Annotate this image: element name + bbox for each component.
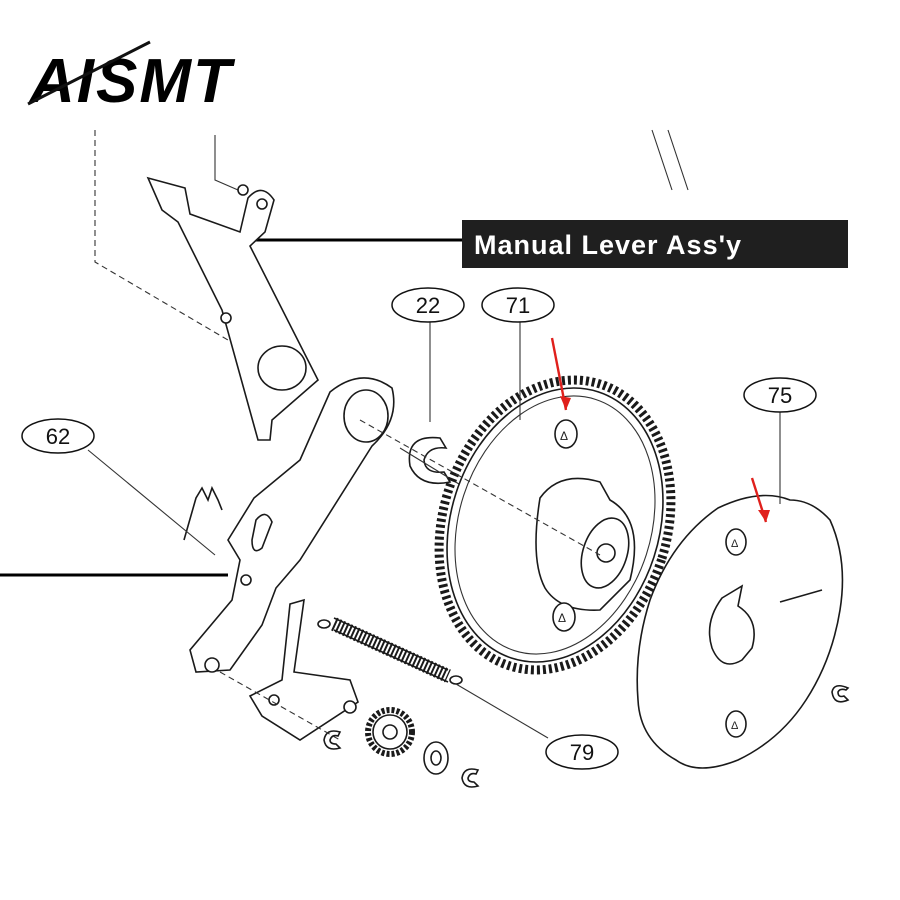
e-ring-bottom-right (461, 768, 480, 788)
sub-lever-pin (343, 700, 357, 714)
svg-text:Δ: Δ (560, 429, 568, 443)
small-parts-axis (219, 671, 341, 741)
red-marker-71-head (560, 396, 571, 410)
lever-arm-pivot-pin (204, 657, 220, 673)
frame-line-2 (667, 129, 689, 191)
sub-lever-hole (268, 694, 280, 706)
frame-guides (94, 129, 689, 361)
banner-label: Manual Lever Ass'y (474, 230, 742, 260)
banner-box (462, 220, 848, 268)
cam-disc-center-cutout (708, 584, 755, 665)
small-gear-bore (382, 724, 398, 740)
gear-mark-top (554, 419, 578, 449)
cam-mark-top (725, 528, 747, 556)
lever-arm-slot (251, 513, 273, 552)
sub-lever-body (248, 598, 359, 741)
callout-22: 22 (391, 287, 465, 323)
bracket-plate (146, 176, 319, 441)
callout-22-label: 22 (416, 293, 440, 318)
e-ring-right (831, 684, 850, 703)
manual-lever-banner: Manual Lever Ass'y (253, 220, 848, 268)
small-parts-bottom (219, 671, 480, 788)
callout-71-bubble (481, 287, 555, 323)
cam-disc-slot (779, 589, 823, 603)
svg-text:Δ: Δ (731, 720, 739, 732)
dashed-guide-top (214, 135, 239, 191)
e-ring-shape (408, 436, 452, 485)
bracket-hole-small (220, 312, 232, 324)
e-ring-bottom-left (323, 730, 342, 750)
gear-inner-rim (454, 395, 656, 655)
bracket-hole-large (257, 345, 307, 391)
bracket-hole-top (256, 198, 268, 210)
svg-text:Δ: Δ (558, 611, 566, 625)
torsion-spring-62 (87, 449, 223, 556)
svg-text:Δ: Δ (731, 538, 739, 550)
callout-22-bubble (391, 287, 465, 323)
callout-75-label: 75 (768, 383, 792, 408)
spring-hook-left (317, 619, 331, 629)
spring-outline (333, 617, 449, 683)
cam-disc-75: Δ Δ (636, 412, 850, 769)
extension-spring-79 (317, 617, 549, 739)
callout-62: 62 (21, 418, 95, 454)
callout-79-bubble (545, 734, 619, 770)
red-marker-75-head (758, 510, 770, 522)
callout-75-bubble (743, 377, 817, 413)
small-gear-teeth (365, 707, 415, 757)
callout-79-label: 79 (570, 740, 594, 765)
spring-coils (331, 617, 451, 683)
dashed-guide-left (94, 130, 263, 361)
leader-79 (455, 683, 549, 739)
main-lever-arm (189, 377, 395, 673)
e-ring-22 (399, 322, 473, 493)
callout-71: 71 (481, 287, 555, 323)
lever-arm-hole (343, 389, 389, 443)
spring-hook-right (449, 675, 463, 685)
callout-75: 75 (743, 377, 817, 413)
gear-mark-bottom (552, 602, 576, 632)
large-gear-71: Δ Δ (359, 322, 676, 675)
callout-71-label: 71 (506, 293, 530, 318)
callout-62-label: 62 (46, 424, 70, 449)
lever-arm-body (189, 377, 395, 673)
leader-62 (87, 449, 216, 556)
torsion-spring-coil (183, 485, 223, 541)
brand-logo: AISMT (27, 40, 236, 116)
gear-axis (359, 419, 601, 556)
gear-hub-bore (596, 543, 616, 563)
lever-arm-pin-hole (240, 574, 252, 586)
cam-mark-bottom (725, 710, 747, 738)
logo-text: AISMT (28, 47, 236, 116)
washer-bore (430, 750, 442, 766)
gear-teeth-ring (434, 375, 676, 675)
bracket-screw (237, 184, 249, 196)
frame-line-1 (651, 129, 673, 191)
lower-sub-lever (248, 598, 359, 741)
callout-79: 79 (545, 734, 619, 770)
upper-lever-bracket (146, 176, 319, 441)
logo-swoosh (27, 40, 151, 106)
callout-62-bubble (21, 418, 95, 454)
